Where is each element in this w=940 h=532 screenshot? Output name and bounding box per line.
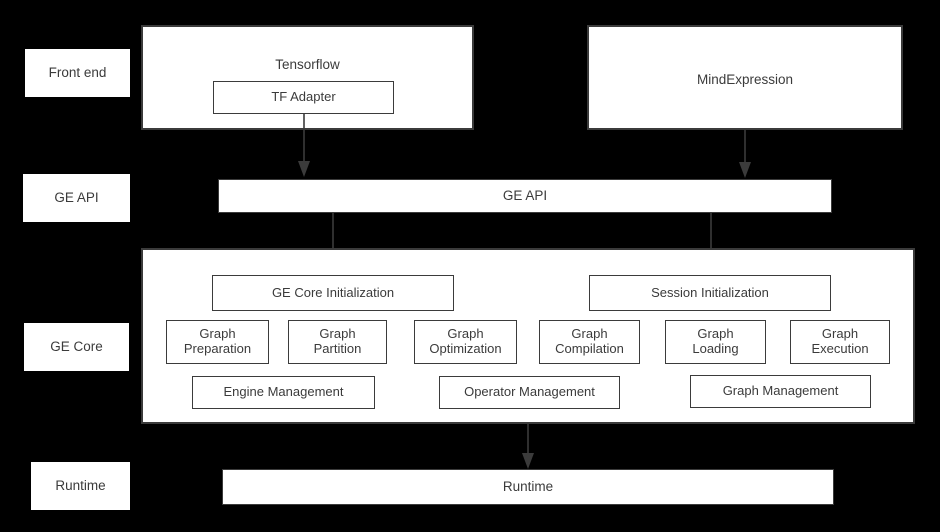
tensorflow-title: Tensorflow [275, 57, 340, 72]
connector-tf-adapter-to-ge-api [298, 113, 310, 177]
mindexpression-panel: MindExpression [587, 25, 903, 130]
runtime-bar[interactable]: Runtime [222, 469, 834, 505]
graph-execution-box[interactable]: Graph Execution [790, 320, 890, 364]
connector-ge-core-to-runtime [522, 423, 534, 469]
mindexpression-title: MindExpression [696, 72, 794, 87]
graph-preparation-box[interactable]: Graph Preparation [166, 320, 269, 364]
rail-label-ge-core: GE Core [24, 323, 129, 371]
graph-optimization-box[interactable]: Graph Optimization [414, 320, 517, 364]
graph-loading-box[interactable]: Graph Loading [665, 320, 766, 364]
rail-label-front-end: Front end [25, 49, 130, 97]
ge-core-initialization-box[interactable]: GE Core Initialization [212, 275, 454, 311]
ge-api-bar[interactable]: GE API [218, 179, 832, 213]
graph-management-box[interactable]: Graph Management [690, 375, 871, 408]
rail-label-ge-api: GE API [23, 174, 130, 222]
graph-partition-box[interactable]: Graph Partition [288, 320, 387, 364]
engine-management-box[interactable]: Engine Management [192, 376, 375, 409]
operator-management-box[interactable]: Operator Management [439, 376, 620, 409]
tf-adapter-box[interactable]: TF Adapter [213, 81, 394, 114]
graph-compilation-box[interactable]: Graph Compilation [539, 320, 640, 364]
rail-label-runtime: Runtime [31, 462, 130, 510]
session-initialization-box[interactable]: Session Initialization [589, 275, 831, 311]
connector-mindexpression-to-ge-api [739, 130, 751, 178]
